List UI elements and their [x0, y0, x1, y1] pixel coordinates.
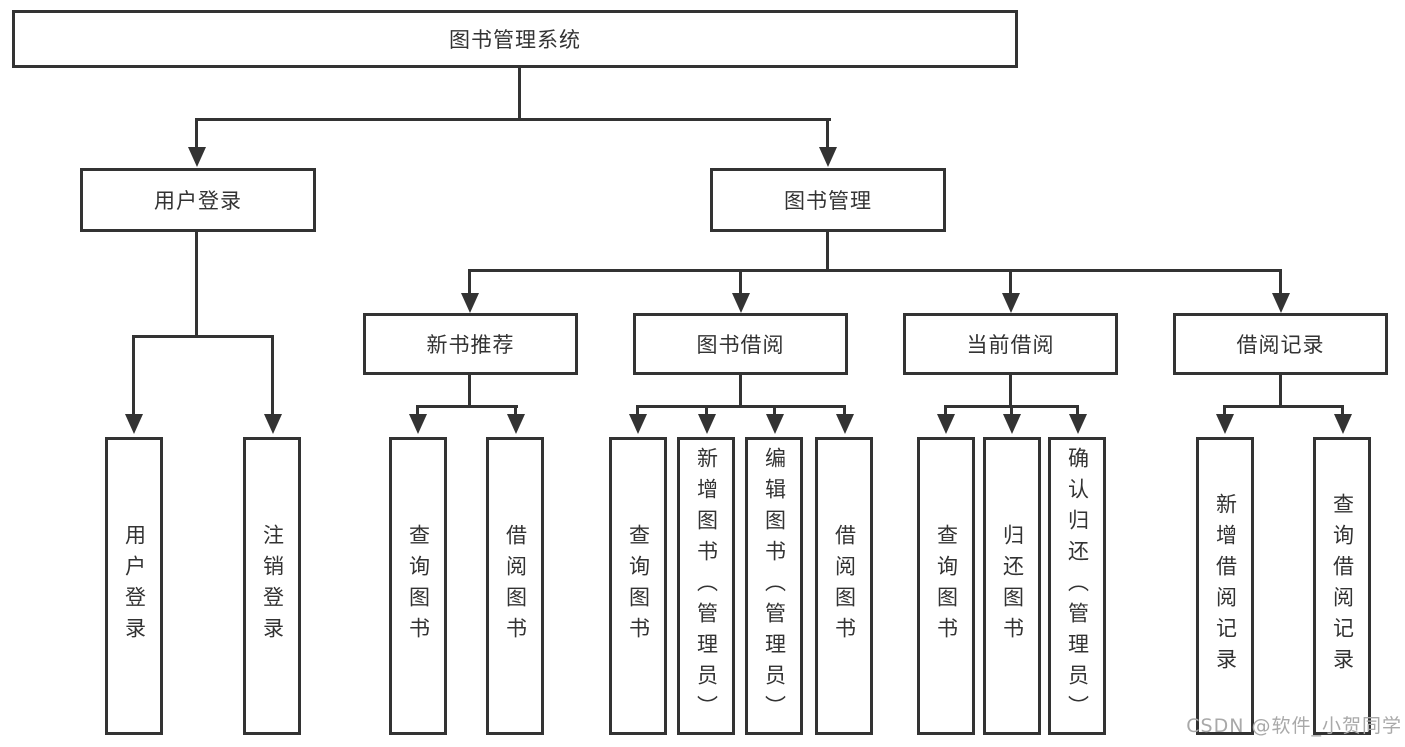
node-book-mgmt-label: 图书管理 — [784, 189, 872, 213]
node-book-borrow-label: 图书借阅 — [696, 333, 785, 357]
leaf-user-login: 用户登录 — [105, 437, 163, 735]
node-new-book-rec-label: 新书推荐 — [426, 333, 515, 357]
connector-root-branch — [195, 118, 831, 121]
connector-l3-drop — [468, 269, 471, 297]
connector-book-mgmt-branch — [468, 269, 1282, 272]
connector-leaf-drop — [1223, 405, 1226, 419]
node-new-book-rec: 新书推荐 — [363, 313, 578, 375]
leaf-bb-add-books-admin: 新增图书（管理员） — [677, 437, 735, 735]
leaf-cb-confirm-return-admin: 确认归还（管理员） — [1048, 437, 1106, 735]
connector-borrow-record-stem — [1279, 374, 1282, 408]
leaf-bb-query-books: 查询图书 — [609, 437, 667, 735]
connector-leaf-drop — [773, 405, 776, 419]
node-book-borrow: 图书借阅 — [633, 313, 848, 375]
connector-leaf-drop — [944, 405, 947, 419]
leaf-cb-query-books: 查询图书 — [917, 437, 975, 735]
node-user-login-label: 用户登录 — [154, 189, 242, 213]
connector-book-mgmt-stem — [826, 231, 829, 272]
connector-new-book-rec-stem — [468, 374, 471, 408]
arrowhead-down — [1003, 414, 1021, 434]
connector-book-mgmt-drop — [826, 118, 829, 150]
connector-user-login-branch — [132, 335, 274, 338]
leaf-logout: 注销登录 — [243, 437, 301, 735]
connector-leaf-drop — [1076, 405, 1079, 419]
leaf-label: 新增借阅记录 — [1213, 493, 1238, 679]
leaf-br-add-record: 新增借阅记录 — [1196, 437, 1254, 735]
leaf-label: 确认归还（管理员） — [1065, 446, 1090, 726]
connector-book-borrow-stem — [739, 374, 742, 408]
arrowhead-down — [766, 414, 784, 434]
arrowhead-down — [836, 414, 854, 434]
leaf-label: 查询图书 — [626, 524, 651, 648]
node-current-borrow: 当前借阅 — [903, 313, 1118, 375]
leaf-nbr-borrow-books: 借阅图书 — [486, 437, 544, 735]
arrowhead-down — [264, 414, 282, 434]
arrowhead-down — [698, 414, 716, 434]
leaf-br-query-record: 查询借阅记录 — [1313, 437, 1371, 735]
leaf-cb-return-books: 归还图书 — [983, 437, 1041, 735]
node-borrow-record: 借阅记录 — [1173, 313, 1388, 375]
arrowhead-down — [507, 414, 525, 434]
node-root-label: 图书管理系统 — [449, 28, 581, 52]
leaf-label: 注销登录 — [260, 524, 285, 648]
arrowhead-down — [732, 293, 750, 313]
connector-user-login-stem — [195, 231, 198, 337]
leaf-label: 编辑图书（管理员） — [762, 446, 787, 726]
connector-root-stem — [518, 67, 521, 120]
connector-l3-drop — [1279, 269, 1282, 297]
arrowhead-down — [819, 147, 837, 167]
connector-leaf-drop — [132, 335, 135, 417]
connector-leaf-drop — [1341, 405, 1344, 419]
connector-l3-drop — [739, 269, 742, 297]
arrowhead-down — [1272, 293, 1290, 313]
arrowhead-down — [1334, 414, 1352, 434]
node-root: 图书管理系统 — [12, 10, 1018, 68]
connector-book-borrow-branch — [636, 405, 846, 408]
connector-leaf-drop — [271, 335, 274, 417]
connector-borrow-record-branch — [1223, 405, 1344, 408]
connector-leaf-drop — [1010, 405, 1013, 419]
arrowhead-down — [937, 414, 955, 434]
arrowhead-down — [1002, 293, 1020, 313]
connector-l3-drop — [1009, 269, 1012, 297]
arrowhead-down — [125, 414, 143, 434]
leaf-nbr-query-books: 查询图书 — [389, 437, 447, 735]
node-current-borrow-label: 当前借阅 — [966, 333, 1055, 357]
arrowhead-down — [1069, 414, 1087, 434]
csdn-watermark: CSDN @软件_小贺同学 — [1186, 715, 1402, 737]
connector-leaf-drop — [705, 405, 708, 419]
leaf-label: 借阅图书 — [503, 524, 528, 648]
leaf-label: 借阅图书 — [832, 524, 857, 648]
connector-leaf-drop — [843, 405, 846, 419]
node-borrow-record-label: 借阅记录 — [1236, 333, 1325, 357]
arrowhead-down — [461, 293, 479, 313]
arrowhead-down — [409, 414, 427, 434]
leaf-bb-borrow-books: 借阅图书 — [815, 437, 873, 735]
leaf-label: 归还图书 — [1000, 524, 1025, 648]
arrowhead-down — [1216, 414, 1234, 434]
leaf-bb-edit-books-admin: 编辑图书（管理员） — [745, 437, 803, 735]
leaf-label: 查询图书 — [406, 524, 431, 648]
node-book-mgmt: 图书管理 — [710, 168, 946, 232]
connector-new-book-rec-branch — [416, 405, 518, 408]
connector-user-login-drop — [195, 118, 198, 150]
leaf-label: 新增图书（管理员） — [694, 446, 719, 726]
leaf-label: 查询图书 — [934, 524, 959, 648]
connector-leaf-drop — [514, 405, 517, 419]
connector-current-borrow-stem — [1009, 374, 1012, 408]
node-user-login: 用户登录 — [80, 168, 316, 232]
leaf-label: 查询借阅记录 — [1330, 493, 1355, 679]
connector-leaf-drop — [416, 405, 419, 419]
leaf-label: 用户登录 — [122, 524, 147, 648]
connector-leaf-drop — [636, 405, 639, 419]
arrowhead-down — [188, 147, 206, 167]
arrowhead-down — [629, 414, 647, 434]
